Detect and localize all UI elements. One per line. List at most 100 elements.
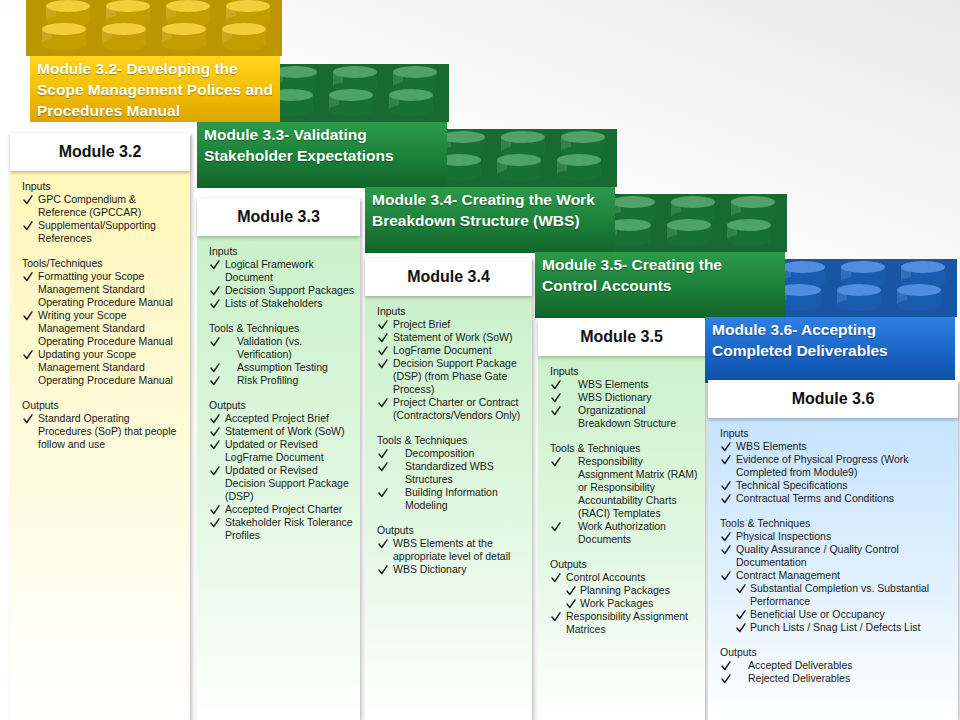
list-item: Responsibility Assignment Matrix (RAM) o… [578, 455, 699, 520]
check-mark [378, 539, 388, 549]
module-title: Module 3.6- Accepting Completed Delivera… [712, 319, 949, 361]
list-item: Decision Support Package (DSP) (from Pha… [393, 357, 526, 396]
list-item: Assumption Testing [237, 361, 354, 374]
check-mark [210, 427, 220, 437]
list-item: WBS Elements at the appropriate level of… [393, 537, 526, 563]
section-row: Outputs [708, 646, 952, 659]
section-row: Outputs [538, 558, 699, 571]
check-mark [721, 494, 731, 504]
check-mark [551, 406, 561, 416]
item-row: Decision Support Packages [197, 284, 354, 297]
section-row: Inputs [538, 365, 699, 378]
section-label: Outputs [550, 558, 699, 571]
section-label: Outputs [22, 399, 184, 412]
section-label: Tools & Techniques [720, 517, 952, 530]
panel-header: Module 3.4 [365, 258, 532, 296]
panel-heading: Module 3.3 [197, 198, 360, 236]
check-mark [736, 584, 746, 594]
check-mark [721, 532, 731, 542]
item-row: Punch Lists / Snag List / Defects List [708, 621, 952, 634]
item-row: Lists of Stakeholders [197, 297, 354, 310]
list-item: Beneficial Use or Occupancy [750, 608, 952, 621]
list-item: Punch Lists / Snag List / Defects List [750, 621, 952, 634]
list-item: LogFrame Document [393, 344, 526, 357]
check-mark [551, 393, 561, 403]
list-item: WBS Elements [736, 440, 952, 453]
panel-header: Module 3.6 [708, 380, 958, 418]
section-row: Outputs [365, 524, 526, 537]
check-mark [23, 350, 33, 360]
item-row: Responsibility Assignment Matrices [538, 610, 699, 636]
list-item: Decision Support Packages [225, 284, 354, 297]
section-label: Outputs [377, 524, 526, 537]
module-panel: Module 3.6InputsWBS ElementsEvidence of … [708, 380, 958, 720]
list-item: Stakeholder Risk Tolerance Profiles [225, 516, 354, 542]
item-row: Accepted Deliverables [708, 659, 952, 672]
item-row: Formatting your Scope Management Standar… [10, 270, 184, 309]
module-brick: Module 3.4- Creating the Work Breakdown … [365, 187, 615, 253]
check-mark [551, 457, 561, 467]
section-label: Tools/Techniques [22, 257, 184, 270]
list-item: Responsibility Assignment Matrices [566, 610, 699, 636]
module-panel: Module 3.5InputsWBS ElementsWBS Dictiona… [538, 318, 705, 720]
module-brick: Module 3.5- Creating the Control Account… [535, 252, 785, 318]
list-item: Work Packages [580, 597, 699, 610]
item-row: Standard Operating Procedures (SoP) that… [10, 412, 184, 451]
check-mark [378, 488, 388, 498]
module-title: Module 3.3- Validating Stakeholder Expec… [204, 124, 441, 166]
check-mark [378, 320, 388, 330]
item-row: Work Packages [538, 597, 699, 610]
check-mark [721, 571, 731, 581]
check-mark [721, 481, 731, 491]
check-mark [210, 505, 220, 515]
module-brick: Module 3.3- Validating Stakeholder Expec… [197, 122, 447, 188]
item-row: Validation (vs. Verification) [197, 335, 354, 361]
check-mark [210, 440, 220, 450]
module-panel: Module 3.2InputsGPC Compendium & Referen… [10, 133, 190, 720]
item-row: WBS Elements at the appropriate level of… [365, 537, 526, 563]
check-mark [378, 565, 388, 575]
list-item: Control Accounts [566, 571, 699, 584]
check-mark [566, 599, 576, 609]
item-row: Evidence of Physical Progress (Work Comp… [708, 453, 952, 479]
section-row: Tools & Techniques [197, 322, 354, 335]
list-item: Standardized WBS Structures [405, 460, 526, 486]
check-mark [721, 674, 731, 684]
item-row: Work Authorization Documents [538, 520, 699, 546]
check-mark [551, 522, 561, 532]
list-item: Accepted Project Brief [225, 412, 354, 425]
module-brick: Module 3.6- Accepting Completed Delivera… [705, 317, 955, 383]
item-row: Responsibility Assignment Matrix (RAM) o… [538, 455, 699, 520]
item-row: WBS Elements [708, 440, 952, 453]
item-row: Writing your Scope Management Standard O… [10, 309, 184, 348]
item-row: Risk Profiling [197, 374, 354, 387]
list-item: Standard Operating Procedures (SoP) that… [38, 412, 184, 451]
item-row: WBS Dictionary [365, 563, 526, 576]
list-item: Project Charter or Contract (Contractors… [393, 396, 526, 422]
check-mark [378, 398, 388, 408]
item-row: Contractual Terms and Conditions [708, 492, 952, 505]
panel-header: Module 3.2 [10, 133, 190, 171]
check-mark [378, 462, 388, 472]
item-row: LogFrame Document [365, 344, 526, 357]
list-item: Statement of Work (SoW) [393, 331, 526, 344]
list-item: WBS Dictionary [578, 391, 699, 404]
item-row: Planning Packages [538, 584, 699, 597]
item-row: Organizational Breakdown Structure [538, 404, 699, 430]
list-item: WBS Elements [578, 378, 699, 391]
module-panel: Module 3.4InputsProject BriefStatement o… [365, 258, 532, 720]
list-item: Risk Profiling [237, 374, 354, 387]
list-item: GPC Compendium & Reference (GPCCAR) [38, 193, 184, 219]
list-item: Accepted Project Charter [225, 503, 354, 516]
list-item: Validation (vs. Verification) [237, 335, 354, 361]
section-row: Tools & Techniques [538, 442, 699, 455]
check-mark [210, 518, 220, 528]
section-row: Tools & Techniques [365, 434, 526, 447]
section-row: Tools & Techniques [708, 517, 952, 530]
panel-list: InputsGPC Compendium & Reference (GPCCAR… [10, 171, 190, 451]
section-row: Outputs [10, 399, 184, 412]
section-row: Tools/Techniques [10, 257, 184, 270]
item-row: Statement of Work (SoW) [365, 331, 526, 344]
section-row: Inputs [10, 180, 184, 193]
check-mark [566, 586, 576, 596]
